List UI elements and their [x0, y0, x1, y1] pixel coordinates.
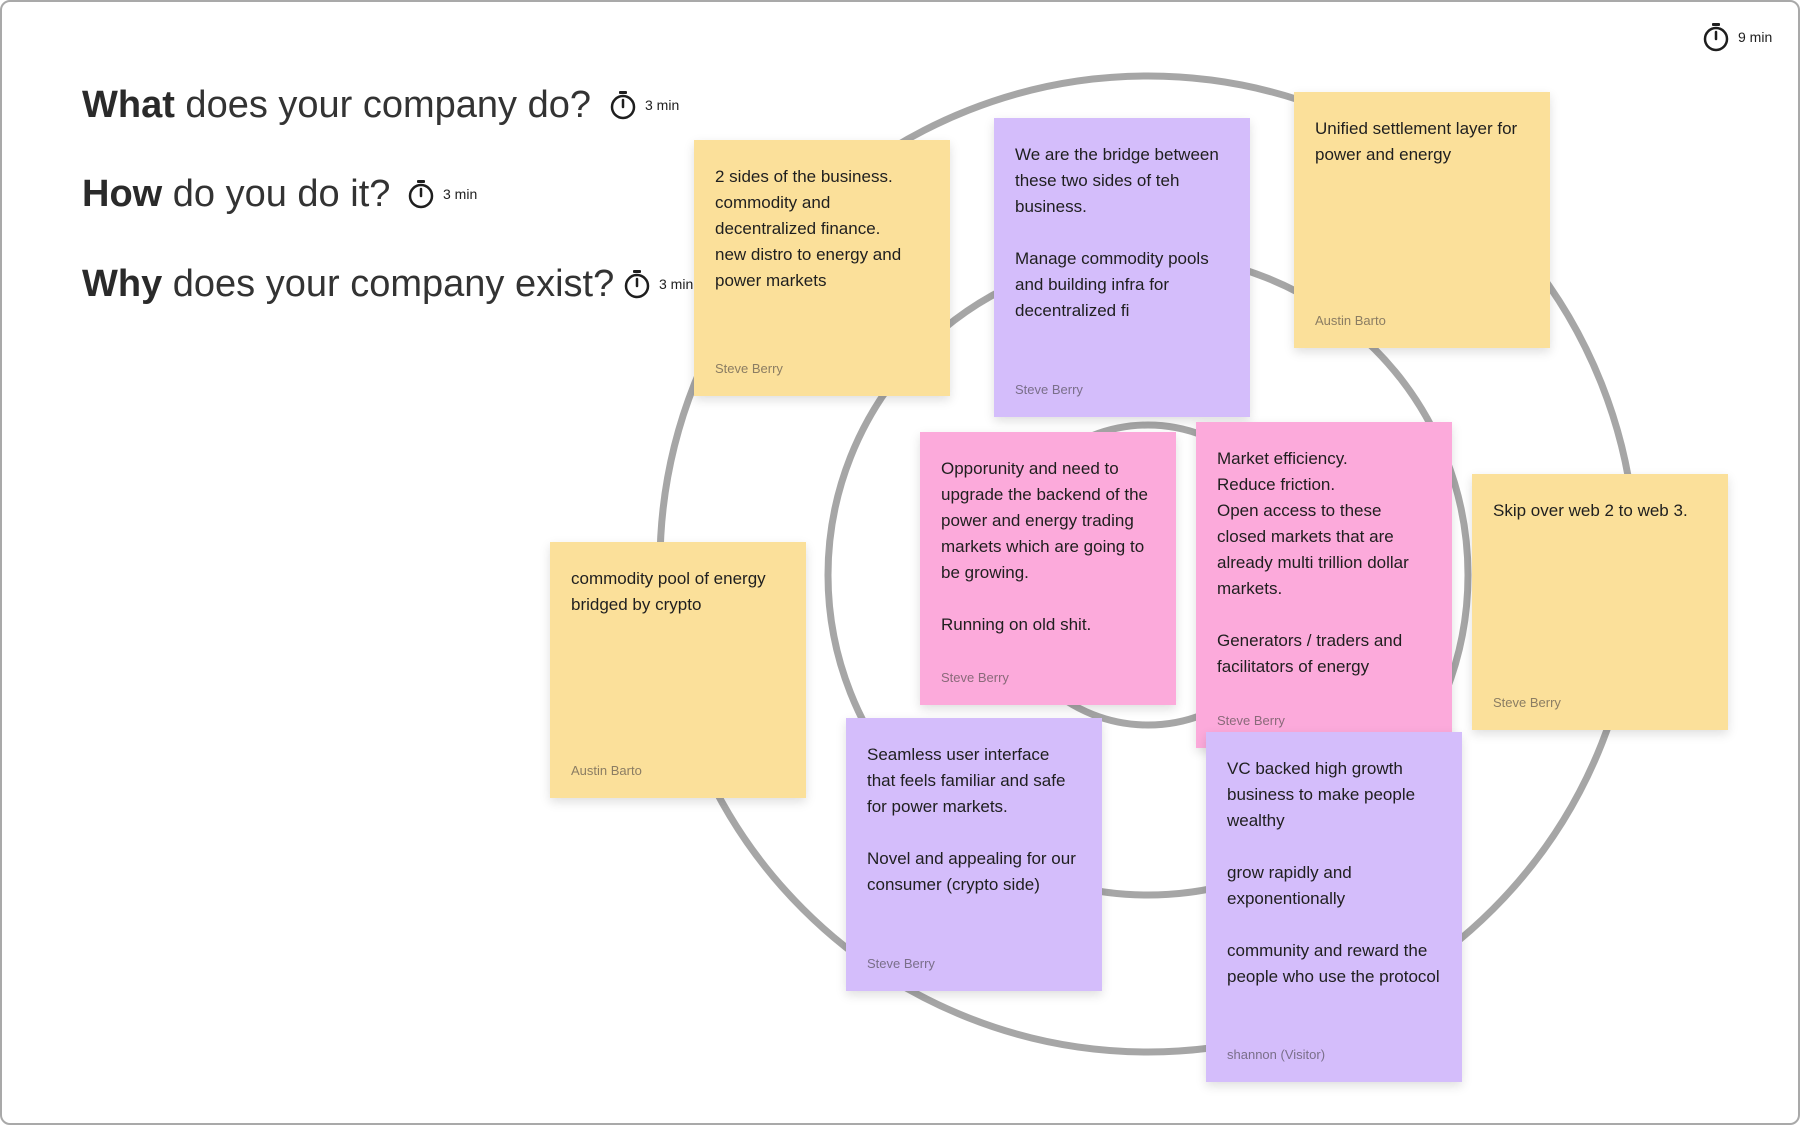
- sticky-note[interactable]: commodity pool of energy bridged by cryp…: [550, 542, 806, 798]
- stopwatch-icon: [623, 269, 651, 299]
- question-why-rest: does your company exist?: [162, 263, 615, 305]
- question-why-timer[interactable]: 3 min: [623, 269, 693, 299]
- sticky-note[interactable]: We are the bridge between these two side…: [994, 118, 1250, 417]
- stopwatch-icon: [407, 179, 435, 209]
- sticky-note[interactable]: Market efficiency. Reduce friction. Open…: [1196, 422, 1452, 748]
- timer-label: 3 min: [645, 97, 680, 113]
- question-how: How do you do it?: [82, 173, 390, 216]
- sticky-note[interactable]: Unified settlement layer for power and e…: [1294, 92, 1550, 348]
- question-what-bold: What: [82, 84, 175, 126]
- sticky-note-text: Unified settlement layer for power and e…: [1315, 119, 1518, 164]
- question-what: What does your company do?: [82, 84, 591, 127]
- sticky-note-text: VC backed high growth business to make p…: [1227, 759, 1440, 986]
- sticky-note[interactable]: Opporunity and need to upgrade the backe…: [920, 432, 1176, 705]
- sticky-note-author: Austin Barto: [1315, 313, 1386, 328]
- timer-label: 3 min: [443, 186, 478, 202]
- sticky-note-text: Opporunity and need to upgrade the backe…: [941, 459, 1148, 634]
- sticky-note[interactable]: Seamless user interface that feels famil…: [846, 718, 1102, 991]
- sticky-note[interactable]: Skip over web 2 to web 3. Steve Berry: [1472, 474, 1728, 730]
- question-how-timer[interactable]: 3 min: [407, 179, 477, 209]
- timer-label: 3 min: [659, 276, 694, 292]
- sticky-note-text: 2 sides of the business. commodity and d…: [715, 167, 902, 290]
- sticky-note-text: Skip over web 2 to web 3.: [1493, 501, 1688, 520]
- sticky-note-text: Market efficiency. Reduce friction. Open…: [1217, 449, 1409, 676]
- question-what-rest: does your company do?: [174, 84, 592, 126]
- sticky-note-author: Steve Berry: [867, 956, 935, 971]
- sticky-note-author: shannon (Visitor): [1227, 1047, 1326, 1062]
- question-why: Why does your company exist?: [82, 263, 614, 306]
- stopwatch-icon: [609, 90, 637, 120]
- sticky-note-author: Steve Berry: [1493, 695, 1561, 710]
- sticky-note[interactable]: VC backed high growth business to make p…: [1206, 732, 1462, 1082]
- sticky-note-text: We are the bridge between these two side…: [1015, 145, 1219, 320]
- sticky-note-author: Steve Berry: [715, 361, 783, 376]
- board-timer-label: 9 min: [1738, 29, 1773, 45]
- sticky-note-author: Steve Berry: [941, 670, 1009, 685]
- question-what-timer[interactable]: 3 min: [609, 90, 679, 120]
- question-how-bold: How: [82, 173, 163, 215]
- sticky-note-text: Seamless user interface that feels famil…: [867, 745, 1076, 894]
- board-timer[interactable]: 9 min: [1702, 22, 1772, 52]
- stopwatch-icon: [1702, 22, 1730, 52]
- sticky-note-author: Steve Berry: [1015, 382, 1083, 397]
- sticky-note-text: commodity pool of energy bridged by cryp…: [571, 569, 766, 614]
- sticky-note-author: Austin Barto: [571, 763, 642, 778]
- question-how-rest: do you do it?: [162, 173, 391, 215]
- sticky-note[interactable]: 2 sides of the business. commodity and d…: [694, 140, 950, 396]
- sticky-note-author: Steve Berry: [1217, 713, 1285, 728]
- question-why-bold: Why: [82, 263, 163, 305]
